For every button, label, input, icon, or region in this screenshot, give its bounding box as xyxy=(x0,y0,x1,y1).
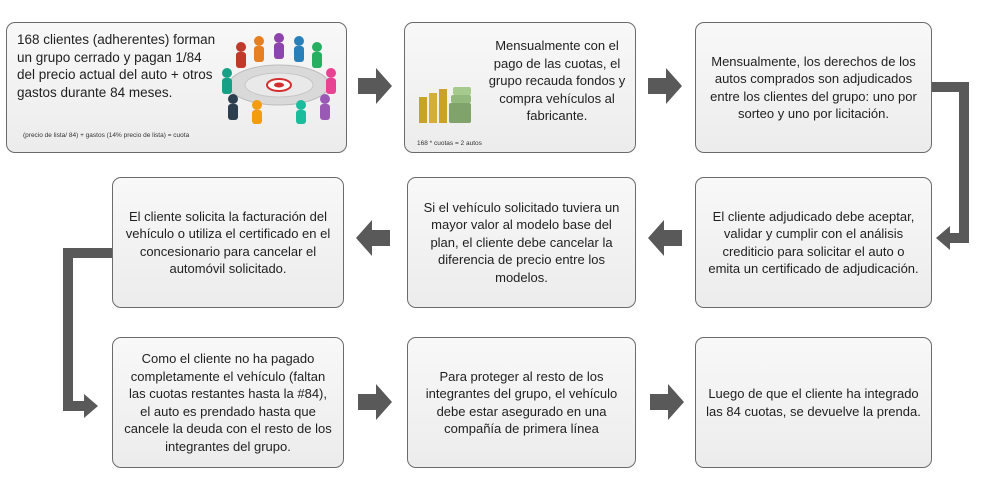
step-2-formula: 168 * cuotas = 2 autos xyxy=(417,140,482,147)
step-6-invoice-request: El cliente solicita la facturación del v… xyxy=(112,177,344,308)
step-1-formula: (precio de lista/ 84) + gastos (14% prec… xyxy=(23,132,190,139)
step-7-text: Como el cliente no ha pagado completamen… xyxy=(124,351,332,454)
arrow-right-icon xyxy=(358,384,392,420)
step-7-vehicle-pledge: Como el cliente no ha pagado completamen… xyxy=(112,337,344,468)
step-9-pledge-release: Luego de que el cliente ha integrado las… xyxy=(695,337,932,468)
step-8-insurance: Para proteger al resto de los integrante… xyxy=(407,337,636,468)
arrow-right-icon xyxy=(358,68,392,104)
step-5-text: Si el vehículo solicitado tuviera un may… xyxy=(423,199,620,285)
step-3-text: Mensualmente, los derechos de los autos … xyxy=(710,53,917,122)
step-3-adjudication: Mensualmente, los derechos de los autos … xyxy=(695,22,932,153)
step-2-text: Mensualmente con el pago de las cuotas, … xyxy=(488,38,626,123)
step-8-text: Para proteger al resto de los integrante… xyxy=(425,368,618,437)
arrow-right-icon xyxy=(648,68,682,104)
arrow-left-icon xyxy=(356,220,390,256)
step-9-text: Luego de que el cliente ha integrado las… xyxy=(706,386,921,419)
step-4-credit-analysis: El cliente adjudicado debe aceptar, vali… xyxy=(695,177,932,308)
step-6-text: El cliente solicita la facturación del v… xyxy=(125,208,331,277)
step-1-group-formation: 168 clientes (adherentes) forman un grup… xyxy=(6,22,347,153)
step-1-text: 168 clientes (adherentes) forman un grup… xyxy=(17,32,216,100)
step-2-fund-collection: Mensualmente con el pago de las cuotas, … xyxy=(404,22,636,153)
step-4-text: El cliente adjudicado debe aceptar, vali… xyxy=(708,208,919,277)
people-circle-icon xyxy=(222,33,336,124)
arrow-right-icon xyxy=(650,384,684,420)
arrow-left-icon xyxy=(648,220,682,256)
money-stack-icon xyxy=(419,87,471,123)
step-5-price-difference: Si el vehículo solicitado tuviera un may… xyxy=(407,177,636,308)
